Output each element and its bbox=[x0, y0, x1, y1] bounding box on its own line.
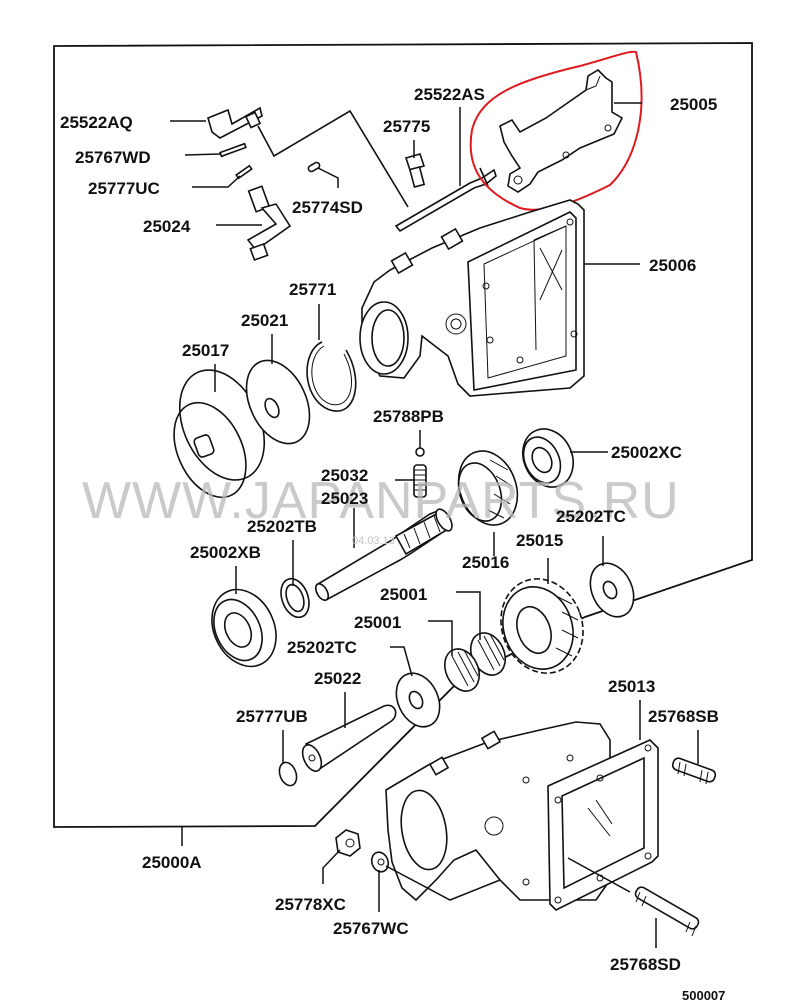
label-25522aq[interactable]: 25522AQ bbox=[60, 113, 133, 132]
label-25775[interactable]: 25775 bbox=[383, 117, 430, 136]
label-25778xc[interactable]: 25778XC bbox=[275, 895, 346, 914]
label-25005[interactable]: 25005 bbox=[670, 95, 717, 114]
label-25021[interactable]: 25021 bbox=[241, 311, 288, 330]
part-25006-housing[interactable] bbox=[359, 199, 585, 397]
label-25032[interactable]: 25032 bbox=[321, 466, 368, 485]
part-25777uc-pin[interactable] bbox=[235, 164, 253, 180]
label-25202tc-lower[interactable]: 25202TC bbox=[287, 638, 357, 657]
label-25777ub[interactable]: 25777UB bbox=[236, 707, 308, 726]
label-25771[interactable]: 25771 bbox=[289, 280, 336, 299]
part-25522as-rod[interactable] bbox=[394, 167, 497, 233]
label-25016[interactable]: 25016 bbox=[462, 553, 509, 572]
part-25032-spring[interactable] bbox=[413, 464, 427, 498]
label-25767wc[interactable]: 25767WC bbox=[333, 919, 409, 938]
part-25016-sleeve[interactable] bbox=[449, 443, 528, 534]
watermark-date: 04.03.13 bbox=[352, 535, 395, 547]
part-25015-gear[interactable] bbox=[488, 567, 596, 685]
part-25024-lever[interactable] bbox=[246, 185, 292, 262]
label-25001-upper[interactable]: 25001 bbox=[380, 585, 427, 604]
part-25522aq-bracket[interactable] bbox=[207, 106, 263, 139]
label-25768sb[interactable]: 25768SB bbox=[648, 707, 719, 726]
part-25001-needle-bearing-upper[interactable] bbox=[464, 627, 512, 680]
label-25015[interactable]: 25015 bbox=[516, 531, 563, 550]
label-25777uc[interactable]: 25777UC bbox=[88, 179, 160, 198]
label-25017[interactable]: 25017 bbox=[182, 341, 229, 360]
part-25013-gasket[interactable] bbox=[547, 739, 659, 911]
label-25000a[interactable]: 25000A bbox=[142, 853, 202, 872]
part-25202tc-washer-lower[interactable] bbox=[388, 666, 448, 734]
part-25768sb-stud[interactable] bbox=[671, 757, 717, 785]
label-25023[interactable]: 25023 bbox=[321, 489, 368, 508]
part-25771-snap-ring[interactable] bbox=[306, 341, 357, 412]
part-25002xc-bearing[interactable] bbox=[514, 421, 583, 496]
part-25202tc-washer-upper[interactable] bbox=[582, 556, 642, 624]
part-25021-seal[interactable] bbox=[234, 350, 322, 453]
label-25768sd[interactable]: 25768SD bbox=[610, 955, 681, 974]
part-25775-bolt[interactable] bbox=[404, 153, 426, 188]
part-labels: 25522AQ 25767WD 25777UC 25024 25774SD 25… bbox=[60, 85, 725, 1003]
watermark: WWW.JAPANPARTS.RU bbox=[82, 472, 680, 530]
label-25013[interactable]: 25013 bbox=[608, 677, 655, 696]
label-25002xb[interactable]: 25002XB bbox=[190, 543, 261, 562]
part-25005-bracket[interactable] bbox=[499, 68, 624, 193]
part-25774sd-pin[interactable] bbox=[307, 161, 321, 173]
part-25768sd-stud[interactable] bbox=[634, 885, 701, 937]
part-25023-shaft[interactable] bbox=[313, 507, 455, 603]
label-25788pb[interactable]: 25788PB bbox=[373, 407, 444, 426]
label-25774sd[interactable]: 25774SD bbox=[292, 198, 363, 217]
part-25767wd-pin[interactable] bbox=[219, 142, 247, 158]
linkage-rod bbox=[257, 109, 409, 208]
part-25777ub-oring[interactable] bbox=[276, 760, 299, 788]
label-25767wd[interactable]: 25767WD bbox=[75, 148, 151, 167]
label-25024[interactable]: 25024 bbox=[143, 217, 191, 236]
label-25002xc[interactable]: 25002XC bbox=[611, 443, 682, 462]
part-25767wc-washer[interactable] bbox=[369, 850, 391, 874]
label-25202tb[interactable]: 25202TB bbox=[247, 517, 317, 536]
label-25001-lower[interactable]: 25001 bbox=[354, 613, 401, 632]
part-25788pb-ball[interactable] bbox=[415, 447, 425, 457]
label-25006[interactable]: 25006 bbox=[649, 256, 696, 275]
part-25778xc-nut[interactable] bbox=[335, 829, 361, 857]
label-25022[interactable]: 25022 bbox=[314, 669, 361, 688]
part-25002xb-bearing[interactable] bbox=[200, 579, 288, 677]
leader-lines bbox=[170, 102, 699, 948]
part-25022-shaft[interactable] bbox=[299, 704, 397, 774]
label-25202tc-upper[interactable]: 25202TC bbox=[556, 507, 626, 526]
drawing-code: 500007 bbox=[682, 988, 725, 1003]
part-25202tb-seal[interactable] bbox=[276, 575, 314, 621]
highlight-circle bbox=[469, 50, 643, 211]
label-25522as[interactable]: 25522AS bbox=[414, 85, 485, 104]
